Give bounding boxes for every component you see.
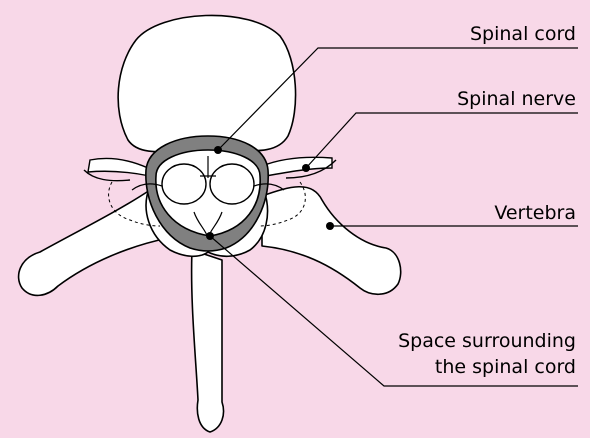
vertebral-body [118, 15, 295, 151]
spinous-process [192, 250, 224, 432]
label-spinal-cord: Spinal cord [470, 22, 576, 46]
label-surrounding-space-line1: Space surrounding [398, 329, 576, 353]
label-spinal-nerve: Spinal nerve [457, 87, 576, 111]
left-spinal-nerve [88, 158, 150, 176]
right-spinal-nerve [262, 157, 332, 176]
leader-spinal-nerve [306, 113, 578, 168]
label-surrounding-space-line2: the spinal cord [435, 355, 576, 379]
right-transverse-process [262, 187, 401, 295]
label-vertebra: Vertebra [494, 201, 576, 225]
